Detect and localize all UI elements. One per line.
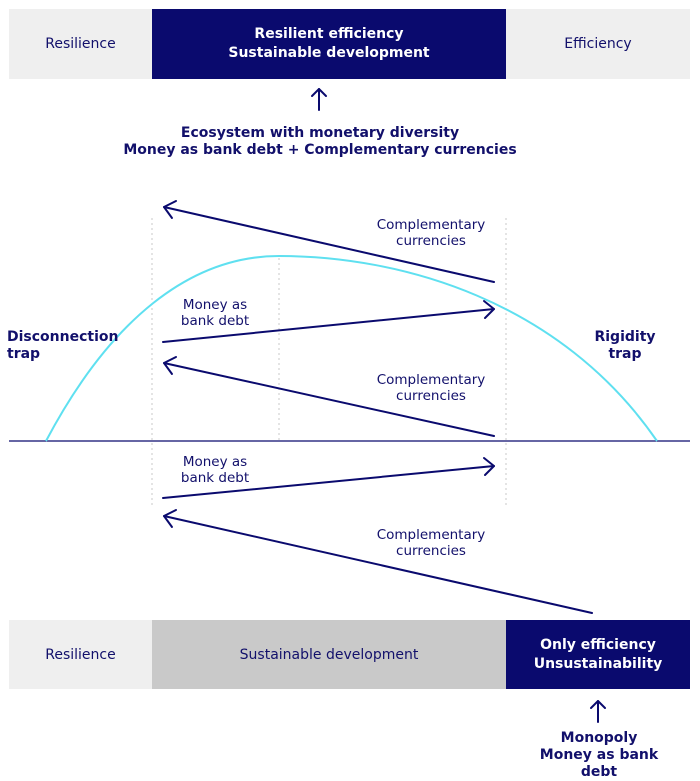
arrow-cc-top-head (163, 200, 177, 219)
arrow-mbd-bottom-head (483, 457, 495, 476)
flow-label-cc-mid-line1: Complementary (376, 372, 486, 388)
arrow-up-top-head (311, 88, 327, 97)
bottom-bar-right-line1: Only efficiency (540, 636, 656, 653)
arrow-cc-bottom-head (163, 509, 177, 528)
arrow-up-bottom-head (590, 700, 606, 709)
top-bar-center-line2: Sustainable development (228, 45, 430, 61)
top-bar-center-line1: Resilient efficiency (254, 26, 404, 42)
bottom-bar-resilience: Resilience (9, 620, 152, 689)
flow-label-mbd-top-line1: Money as (182, 297, 248, 313)
top-caption-line2: Money as bank debt + Complementary curre… (123, 142, 517, 158)
bottom-bar-right-line2: Unsustainability (533, 655, 663, 672)
top-bar-efficiency: Efficiency (506, 9, 690, 79)
top-bar-resilience-label: Resilience (45, 36, 116, 52)
disconnection-trap-line2: trap (7, 346, 41, 362)
rigidity-trap-line2: trap (608, 346, 642, 362)
bottom-bar-only-efficiency: Only efficiency Unsustainability (506, 620, 690, 689)
flow-label-mbd-bottom-line2: bank debt (180, 470, 250, 486)
arrow-mbd-top (162, 308, 495, 343)
top-bar-efficiency-label: Efficiency (564, 36, 632, 52)
arrow-cc-top (163, 206, 495, 283)
disconnection-trap-label: Disconnection trap (0, 329, 119, 363)
arrow-cc-mid (163, 362, 495, 437)
flow-label-mbd-bottom: Money as bank debt (170, 454, 260, 486)
flow-label-cc-top: Complementary currencies (366, 217, 496, 249)
bottom-bar-resilience-label: Resilience (45, 646, 116, 663)
flow-label-mbd-top-line2: bank debt (180, 313, 250, 329)
top-bar-resilience: Resilience (9, 9, 152, 79)
top-caption: Ecosystem with monetary diversity Money … (120, 125, 520, 159)
guide-lines (151, 218, 507, 505)
flow-label-cc-bottom-line2: currencies (396, 543, 466, 559)
flow-label-cc-bottom-line1: Complementary (376, 527, 486, 543)
disconnection-trap-line1: Disconnection (7, 329, 119, 345)
arrow-mbd-top-head (483, 300, 495, 319)
top-caption-line1: Ecosystem with monetary diversity (180, 125, 460, 141)
bottom-bar-sustainable-development: Sustainable development (152, 620, 506, 689)
rigidity-trap-line1: Rigidity (594, 329, 656, 345)
flow-label-mbd-top: Money as bank debt (170, 297, 260, 329)
flow-label-mbd-bottom-line1: Money as (182, 454, 248, 470)
flow-label-cc-top-line1: Complementary (376, 217, 486, 233)
bottom-bar-sustainable-label: Sustainable development (239, 646, 419, 663)
flow-label-cc-top-line2: currencies (396, 233, 466, 249)
bottom-caption-line1: Monopoly (560, 730, 638, 746)
arrow-cc-bottom (163, 515, 593, 614)
flow-label-cc-mid: Complementary currencies (366, 372, 496, 404)
arrow-mbd-bottom (162, 465, 495, 499)
rigidity-trap-label: Rigidity trap (585, 329, 665, 363)
bottom-caption-line2: Money as bank debt (539, 747, 659, 780)
bottom-caption: Monopoly Money as bank debt (520, 730, 678, 781)
flow-label-cc-bottom: Complementary currencies (366, 527, 496, 559)
arrow-cc-mid-head (163, 356, 177, 375)
sustainability-curve (45, 254, 658, 442)
flow-label-cc-mid-line2: currencies (396, 388, 466, 404)
top-bar-resilient-efficiency: Resilient efficiency Sustainable develop… (152, 9, 506, 79)
